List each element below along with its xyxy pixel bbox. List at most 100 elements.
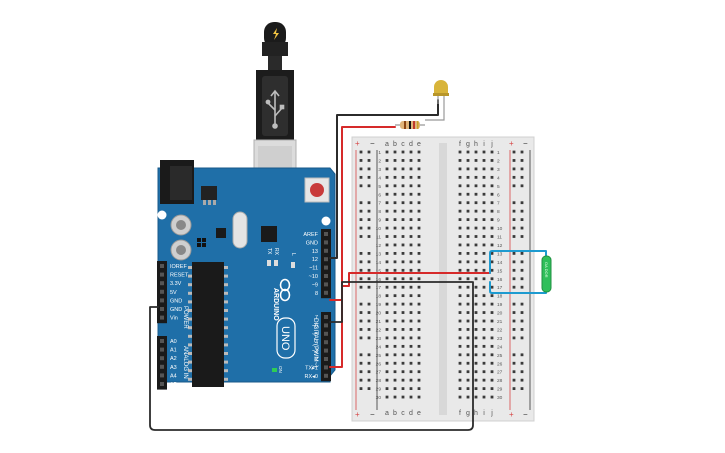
rail-hole[interactable]: [520, 361, 524, 365]
breadboard-hole[interactable]: [458, 192, 462, 196]
rail-hole[interactable]: [367, 235, 371, 238]
breadboard-hole[interactable]: [385, 302, 389, 306]
rail-hole[interactable]: [520, 268, 524, 272]
breadboard-hole[interactable]: [458, 302, 462, 306]
breadboard-hole[interactable]: [490, 285, 494, 289]
header-pin[interactable]: [324, 240, 328, 245]
breadboard-hole[interactable]: [458, 294, 462, 298]
rail-hole[interactable]: [520, 175, 524, 179]
breadboard-hole[interactable]: [474, 243, 478, 247]
rail-hole[interactable]: [512, 167, 516, 171]
breadboard-hole[interactable]: [474, 302, 478, 306]
header-pin[interactable]: [160, 272, 164, 277]
breadboard-hole[interactable]: [466, 159, 470, 162]
breadboard-hole[interactable]: [385, 252, 389, 255]
breadboard-hole[interactable]: [409, 260, 413, 264]
rail-hole[interactable]: [367, 277, 371, 281]
breadboard-hole[interactable]: [490, 378, 494, 382]
rail-hole[interactable]: [520, 387, 524, 390]
rail-hole[interactable]: [367, 387, 371, 390]
breadboard-hole[interactable]: [482, 285, 486, 289]
breadboard-hole[interactable]: [482, 387, 486, 390]
breadboard-hole[interactable]: [458, 387, 462, 390]
breadboard-hole[interactable]: [393, 260, 397, 264]
breadboard-hole[interactable]: [474, 260, 478, 264]
breadboard-hole[interactable]: [401, 268, 405, 272]
breadboard-hole[interactable]: [409, 319, 413, 323]
rail-hole[interactable]: [367, 285, 371, 289]
breadboard-hole[interactable]: [401, 311, 405, 314]
breadboard-hole[interactable]: [466, 336, 470, 340]
breadboard-hole[interactable]: [409, 361, 413, 365]
breadboard-hole[interactable]: [458, 395, 462, 399]
rail-hole[interactable]: [367, 218, 371, 221]
breadboard-hole[interactable]: [401, 175, 405, 179]
breadboard-hole[interactable]: [385, 209, 389, 213]
breadboard-hole[interactable]: [490, 387, 494, 390]
header-pin[interactable]: [324, 232, 328, 236]
breadboard-hole[interactable]: [417, 361, 421, 365]
header-pin[interactable]: [160, 281, 164, 286]
rail-hole[interactable]: [367, 328, 371, 331]
rail-hole[interactable]: [359, 167, 363, 171]
rail-hole[interactable]: [512, 252, 516, 255]
breadboard-hole[interactable]: [417, 192, 421, 196]
breadboard-hole[interactable]: [409, 184, 413, 188]
breadboard-hole[interactable]: [474, 311, 478, 314]
breadboard-hole[interactable]: [417, 395, 421, 399]
breadboard-hole[interactable]: [393, 209, 397, 213]
breadboard-hole[interactable]: [466, 150, 470, 154]
rail-hole[interactable]: [520, 159, 524, 162]
breadboard-hole[interactable]: [482, 226, 486, 230]
rail-hole[interactable]: [512, 235, 516, 238]
breadboard-hole[interactable]: [490, 302, 494, 306]
breadboard-hole[interactable]: [401, 395, 405, 399]
rail-hole[interactable]: [359, 184, 363, 188]
breadboard-hole[interactable]: [393, 344, 397, 348]
reset-button[interactable]: [304, 177, 330, 203]
breadboard-hole[interactable]: [466, 201, 470, 205]
breadboard-hole[interactable]: [482, 344, 486, 348]
rail-hole[interactable]: [367, 226, 371, 230]
breadboard-hole[interactable]: [393, 252, 397, 255]
breadboard-hole[interactable]: [401, 201, 405, 205]
breadboard-hole[interactable]: [393, 268, 397, 272]
breadboard-hole[interactable]: [393, 226, 397, 230]
rail-hole[interactable]: [512, 209, 516, 213]
header-pin[interactable]: [324, 348, 328, 353]
breadboard-hole[interactable]: [474, 150, 478, 154]
breadboard-hole[interactable]: [466, 235, 470, 238]
breadboard-hole[interactable]: [385, 387, 389, 390]
rail-hole[interactable]: [512, 311, 516, 314]
breadboard-hole[interactable]: [409, 353, 413, 357]
breadboard-hole[interactable]: [458, 344, 462, 348]
breadboard-hole[interactable]: [474, 294, 478, 298]
breadboard-hole[interactable]: [417, 260, 421, 264]
breadboard-hole[interactable]: [474, 192, 478, 196]
breadboard-hole[interactable]: [474, 285, 478, 289]
breadboard-hole[interactable]: [466, 378, 470, 382]
rail-hole[interactable]: [520, 285, 524, 289]
header-pin[interactable]: [324, 365, 328, 370]
breadboard-hole[interactable]: [458, 370, 462, 374]
breadboard-hole[interactable]: [490, 175, 494, 179]
breadboard-hole[interactable]: [409, 218, 413, 221]
breadboard-hole[interactable]: [385, 277, 389, 281]
breadboard-hole[interactable]: [409, 387, 413, 390]
breadboard-hole[interactable]: [393, 370, 397, 374]
breadboard-hole[interactable]: [466, 268, 470, 272]
breadboard-hole[interactable]: [385, 268, 389, 272]
breadboard-hole[interactable]: [417, 302, 421, 306]
rail-hole[interactable]: [359, 378, 363, 382]
rail-hole[interactable]: [520, 302, 524, 306]
breadboard-hole[interactable]: [385, 175, 389, 179]
rail-hole[interactable]: [359, 235, 363, 238]
breadboard-hole[interactable]: [490, 201, 494, 205]
breadboard-hole[interactable]: [466, 192, 470, 196]
header-pin[interactable]: [160, 382, 164, 386]
breadboard-hole[interactable]: [482, 184, 486, 188]
header-pin[interactable]: [324, 340, 328, 345]
breadboard-hole[interactable]: [417, 336, 421, 340]
